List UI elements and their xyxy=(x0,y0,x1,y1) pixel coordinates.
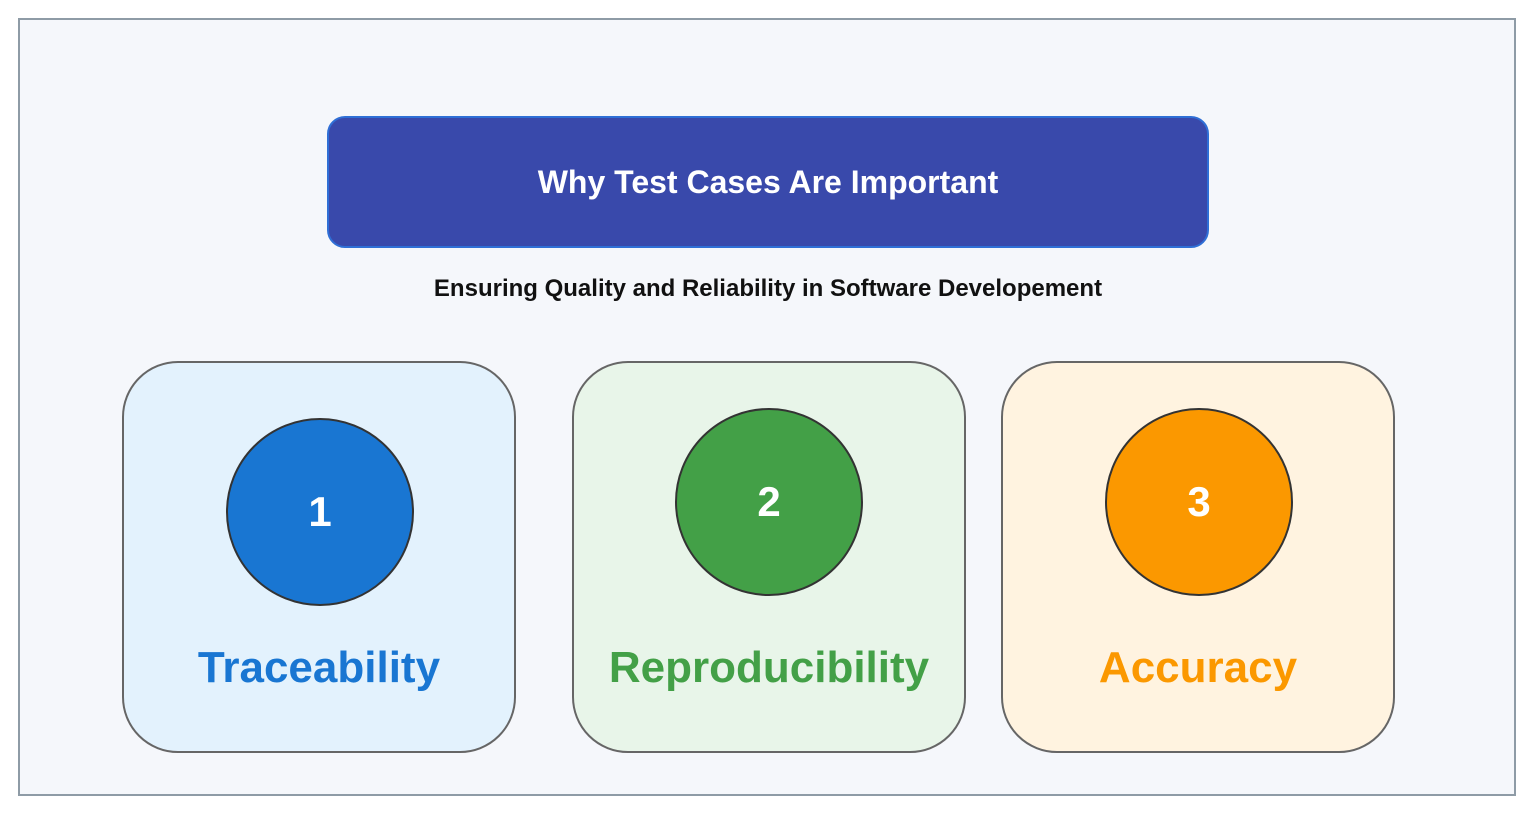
card-label: Accuracy xyxy=(1098,643,1298,692)
title-banner: Why Test Cases Are Important xyxy=(327,116,1209,248)
badge-number: 1 xyxy=(308,488,332,535)
number-badge-2: 2 xyxy=(675,408,863,596)
number-badge-1: 1 xyxy=(226,418,414,606)
card-reproducibility: 2 Reproducibility xyxy=(572,361,966,753)
card-accuracy: 3 Accuracy xyxy=(1001,361,1395,753)
diagram-subtitle: Ensuring Quality and Reliability in Soft… xyxy=(433,275,1103,302)
number-badge-3: 3 xyxy=(1105,408,1293,596)
badge-number: 2 xyxy=(757,478,781,525)
card-label: Traceability xyxy=(197,643,441,692)
card-traceability: 1 Traceability xyxy=(122,361,516,753)
card-label: Reproducibility xyxy=(608,643,930,692)
badge-number: 3 xyxy=(1187,478,1211,525)
diagram-title: Why Test Cases Are Important xyxy=(537,163,999,200)
